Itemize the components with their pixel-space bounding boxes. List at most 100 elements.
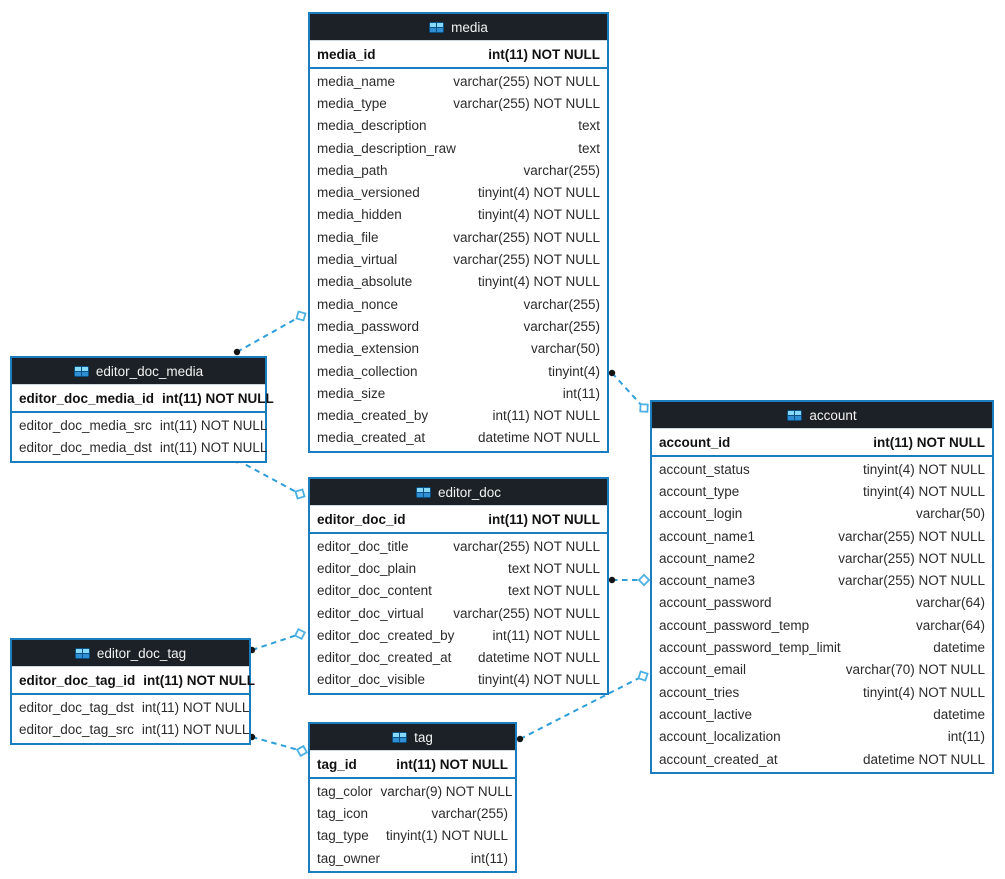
column-name: editor_doc_media_src bbox=[19, 417, 152, 433]
column-name: editor_doc_created_at bbox=[317, 650, 452, 666]
column-name: account_name3 bbox=[659, 573, 756, 589]
table-icon-cell bbox=[788, 410, 795, 415]
column-type: int(11) NOT NULL bbox=[873, 434, 985, 450]
column-type: tinyint(4) NOT NULL bbox=[477, 185, 600, 201]
table-icon-cell bbox=[81, 366, 88, 371]
column-name: account_email bbox=[659, 662, 747, 678]
table-icon-cell bbox=[416, 487, 423, 492]
column-type: tinyint(4) NOT NULL bbox=[477, 207, 600, 223]
table-icon bbox=[787, 409, 803, 421]
connector-dot-end bbox=[516, 735, 524, 743]
column-type: text NOT NULL bbox=[507, 560, 600, 576]
column-name: account_tries bbox=[659, 684, 740, 700]
column-type: datetime NOT NULL bbox=[477, 650, 600, 666]
column-name: tag_icon bbox=[317, 805, 369, 821]
relationship-line[interactable] bbox=[251, 633, 301, 651]
relationship-tag-account[interactable] bbox=[516, 670, 649, 743]
column-type: varchar(255) NOT NULL bbox=[453, 229, 600, 245]
table-header[interactable]: tag bbox=[310, 724, 515, 751]
column-name: editor_doc_tag_src bbox=[19, 721, 134, 737]
table-icon bbox=[429, 21, 445, 33]
column-name: editor_doc_id bbox=[317, 511, 406, 527]
table-icon bbox=[73, 365, 89, 377]
relationship-line[interactable] bbox=[251, 736, 303, 752]
relationship-editor_doc_media-media[interactable] bbox=[233, 310, 307, 356]
relationship-editor_doc_tag-editor_doc[interactable] bbox=[248, 627, 307, 654]
column-type: varchar(50) bbox=[530, 341, 600, 357]
relationship-media-account[interactable] bbox=[608, 369, 649, 413]
column-name: account_name2 bbox=[659, 550, 756, 566]
table-icon-cell bbox=[75, 648, 82, 653]
table-icon-cell bbox=[416, 492, 423, 497]
table-icon-cell bbox=[74, 371, 81, 376]
column-type: datetime NOT NULL bbox=[477, 430, 600, 446]
table-icon bbox=[74, 647, 90, 659]
table-header[interactable]: editor_doc_media bbox=[12, 358, 265, 385]
column-type: varchar(255) NOT NULL bbox=[453, 73, 600, 89]
column-name: editor_doc_title bbox=[317, 538, 409, 554]
table-header[interactable]: editor_doc_tag bbox=[12, 640, 249, 667]
relationship-editor_doc_tag-tag[interactable] bbox=[248, 733, 309, 758]
table-header[interactable]: media bbox=[310, 14, 607, 41]
connector-diamond-end bbox=[295, 744, 309, 758]
relationship-line[interactable] bbox=[519, 675, 644, 740]
relationship-editor_doc-account[interactable] bbox=[608, 573, 651, 587]
table-icon-cell bbox=[423, 492, 430, 497]
table-icon-cell bbox=[795, 415, 802, 420]
column-type: text bbox=[578, 118, 600, 134]
column-type: text bbox=[578, 140, 600, 156]
column-type: int(11) NOT NULL bbox=[159, 439, 268, 455]
table-icon-cell bbox=[788, 415, 795, 420]
table-title: media bbox=[451, 19, 488, 35]
column-name: editor_doc_visible bbox=[317, 672, 426, 688]
column-name: editor_doc_virtual bbox=[317, 605, 424, 621]
table-icon-cell bbox=[437, 27, 444, 32]
connector-diamond-end bbox=[294, 488, 306, 500]
column-type: int(11) NOT NULL bbox=[143, 672, 256, 688]
column-name: media_absolute bbox=[317, 274, 413, 290]
table-header[interactable]: editor_doc bbox=[310, 479, 607, 506]
column-name: account_lactive bbox=[659, 706, 753, 722]
column-type: varchar(255) NOT NULL bbox=[838, 550, 985, 566]
column-row: editor_doc_created_at datetime NOT NULL bbox=[310, 646, 607, 668]
relationship-line[interactable] bbox=[611, 372, 645, 409]
table-icon-cell bbox=[423, 487, 430, 492]
relationship-line[interactable] bbox=[236, 459, 301, 495]
table-icon-cell bbox=[393, 732, 400, 737]
column-type: tinyint(4) bbox=[548, 363, 600, 379]
relationship-line[interactable] bbox=[236, 315, 302, 353]
table-header[interactable]: account bbox=[652, 402, 992, 429]
column-type: tinyint(4) NOT NULL bbox=[862, 483, 985, 499]
column-name: media_file bbox=[317, 229, 379, 245]
column-type: tinyint(4) NOT NULL bbox=[477, 274, 600, 290]
column-name: editor_doc_created_by bbox=[317, 627, 455, 643]
relationship-editor_doc_media-editor_doc[interactable] bbox=[233, 456, 306, 500]
table-icon-cell bbox=[400, 732, 407, 737]
